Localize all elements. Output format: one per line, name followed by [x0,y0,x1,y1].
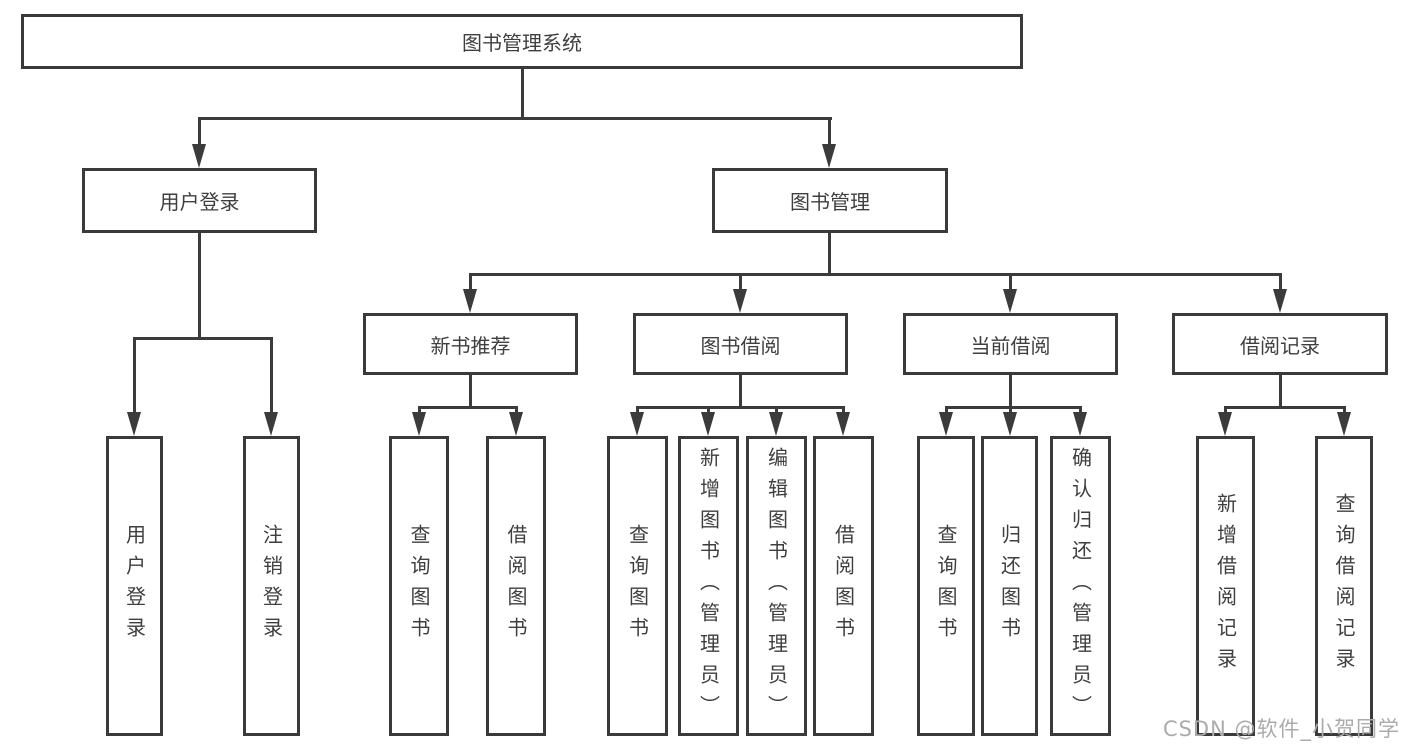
node-label: 新书推荐 [430,333,511,358]
node-leaf-query-books-current: 查询图书 [917,436,975,736]
connector-line [133,337,273,340]
connector-line [198,117,201,147]
node-borrowing-records: 借阅记录 [1172,313,1388,375]
connector-line [739,273,742,291]
connector-line [739,375,742,409]
arrowhead-down-icon [509,412,523,436]
connector-line [418,406,518,409]
node-label: 新增图书（管理员） [696,446,721,726]
connector-line [842,406,845,415]
node-current-borrowing: 当前借阅 [903,313,1118,375]
connector-line [636,406,845,409]
node-leaf-logout: 注销登录 [243,436,300,736]
arrowhead-down-icon [769,412,783,436]
connector-line [1009,406,1012,415]
node-leaf-confirm-return-admin: 确认归还（管理员） [1050,436,1111,736]
node-label: 查询图书 [625,524,650,648]
connector-line [1009,375,1012,409]
node-leaf-borrow-books: 借阅图书 [813,436,874,736]
connector-line [469,375,472,409]
arrowhead-down-icon [836,412,850,436]
connector-line [1343,406,1346,415]
node-label: 图书借阅 [700,333,781,358]
connector-line [707,406,710,415]
node-label: 用户登录 [159,190,240,214]
connector-line [1279,375,1282,409]
connector-line [198,117,832,120]
connector-line [1009,273,1012,291]
connector-line [469,273,1282,276]
node-leaf-query-books-recommend: 查询图书 [389,436,449,736]
node-label: 图书管理 [790,190,870,214]
arrowhead-down-icon [733,289,747,313]
arrowhead-down-icon [127,412,141,436]
arrowhead-down-icon [630,412,644,436]
connector-line [198,233,201,340]
arrowhead-down-icon [412,412,426,436]
connector-line [636,406,639,415]
node-label: 注销登录 [259,524,284,648]
node-user-login: 用户登录 [82,168,317,233]
node-label: 新增借阅记录 [1213,493,1238,679]
connector-line [133,337,136,415]
node-label: 当前借阅 [970,333,1051,358]
node-label: 查询图书 [934,524,958,648]
node-leaf-user-login: 用户登录 [106,436,163,736]
connector-line [418,406,421,415]
connector-line [828,117,831,147]
node-library-management-system: 图书管理系统 [21,14,1023,69]
connector-line [1224,406,1345,409]
node-label: 借阅图书 [504,524,528,648]
connector-line [1079,406,1082,415]
arrowhead-down-icon [1003,412,1017,436]
node-leaf-add-borrow-record: 新增借阅记录 [1196,436,1255,736]
arrowhead-down-icon [1218,412,1232,436]
watermark: CSDN @软件_小贺同学 [1162,717,1400,741]
node-leaf-borrow-books-recommend: 借阅图书 [486,436,546,736]
connector-line [945,406,1082,409]
node-new-book-recommendation: 新书推荐 [363,313,578,375]
node-leaf-add-books-admin: 新增图书（管理员） [678,436,739,736]
node-book-borrowing: 图书借阅 [633,313,848,375]
node-label: 图书管理系统 [462,31,582,55]
node-label: 借阅记录 [1240,333,1320,358]
arrowhead-down-icon [701,412,715,436]
arrowhead-down-icon [1073,412,1087,436]
node-label: 确认归还（管理员） [1068,446,1093,726]
connector-line [469,273,472,291]
node-leaf-query-borrow-record: 查询借阅记录 [1315,436,1373,736]
connector-line [945,406,948,415]
connector-line [270,337,273,415]
node-label: 借阅图书 [831,524,856,648]
arrowhead-down-icon [939,412,953,436]
arrowhead-down-icon [463,289,477,313]
node-leaf-query-books-borrowing: 查询图书 [607,436,668,736]
arrowhead-down-icon [1273,289,1287,313]
connector-line [521,69,524,119]
arrowhead-down-icon [264,412,278,436]
node-label: 用户登录 [122,524,147,648]
arrowhead-down-icon [1337,412,1351,436]
arrowhead-down-icon [192,144,206,168]
node-label: 查询借阅记录 [1332,493,1356,679]
node-label: 查询图书 [407,524,431,648]
connector-line [828,233,831,276]
node-label: 编辑图书（管理员） [764,446,789,726]
connector-line [1279,273,1282,291]
arrowhead-down-icon [822,144,836,168]
node-label: 归还图书 [997,524,1022,648]
node-leaf-edit-books-admin: 编辑图书（管理员） [746,436,807,736]
connector-line [515,406,518,415]
connector-line [775,406,778,415]
connector-line [1224,406,1227,415]
node-leaf-return-books: 归还图书 [981,436,1038,736]
arrowhead-down-icon [1003,289,1017,313]
node-book-management: 图书管理 [712,168,948,233]
